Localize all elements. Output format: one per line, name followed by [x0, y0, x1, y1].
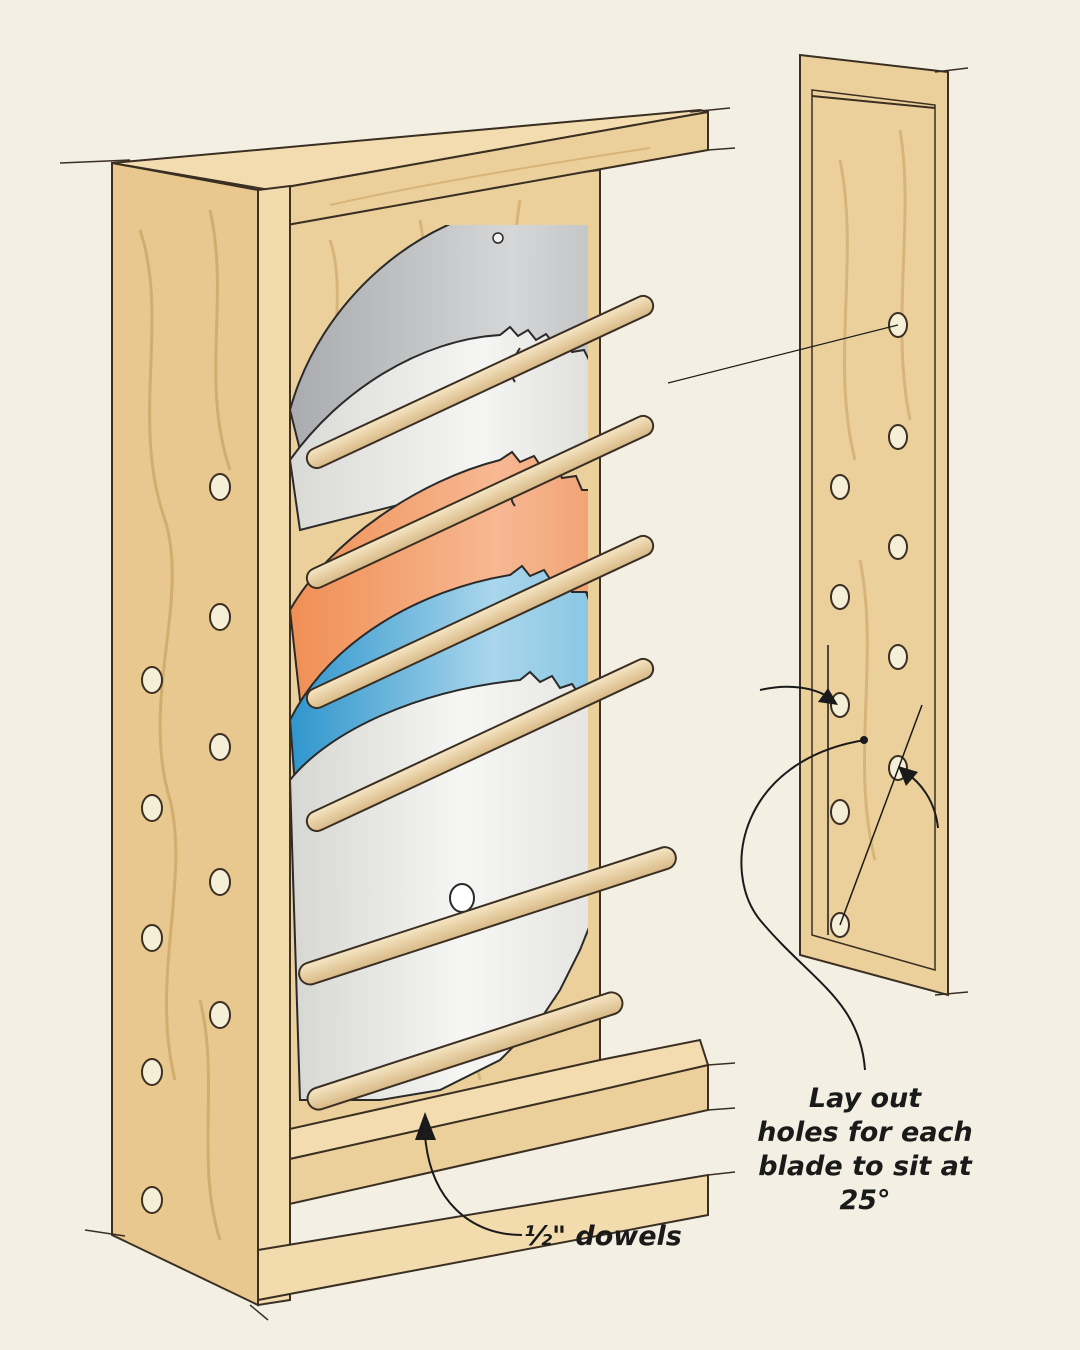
callout-arrows — [415, 685, 939, 1236]
dowels-callout: ½" dowels — [524, 1221, 682, 1252]
dowel — [305, 294, 655, 470]
blade-white — [288, 670, 588, 1101]
layout-callout-line: blade to sit at — [758, 1151, 972, 1182]
dowel-hole — [888, 644, 908, 670]
leader-line — [667, 324, 899, 384]
dowel-hole — [141, 924, 163, 952]
layout-callout-line: 25° — [839, 1185, 891, 1216]
layout-panel — [799, 53, 969, 997]
arrowhead-icon — [818, 688, 838, 705]
dowel-hole — [209, 868, 231, 896]
dowel — [298, 846, 677, 986]
dowel — [305, 414, 655, 590]
dowel-hole — [209, 1001, 231, 1029]
dowel-hole — [209, 733, 231, 761]
dowel-hole — [830, 692, 850, 718]
front-face-frame — [257, 1171, 736, 1302]
dowel-hole — [141, 1186, 163, 1214]
target-dot — [860, 736, 868, 744]
dowel-hole — [141, 666, 163, 694]
layout-callout: Lay out holes for each blade to sit at 2… — [735, 1082, 995, 1218]
dowel-hole — [830, 799, 850, 825]
left-panel-holes — [141, 473, 231, 1214]
dowel-hole — [888, 534, 908, 560]
dowel-hole — [830, 474, 850, 500]
arrowhead-icon — [898, 766, 918, 786]
left-side-panel — [84, 161, 291, 1321]
bottom-shelf — [284, 1038, 736, 1207]
dowel-hole — [209, 473, 231, 501]
dowel-hole — [888, 424, 908, 450]
dowel-hole — [209, 603, 231, 631]
dowel-hole — [141, 1058, 163, 1086]
dowel — [305, 657, 655, 833]
arrowhead-icon — [415, 1112, 436, 1140]
dowel — [306, 991, 624, 1111]
dowel-hole — [830, 584, 850, 610]
layout-callout-line: Lay out — [808, 1083, 922, 1114]
layout-callout-line: holes for each — [757, 1117, 973, 1148]
dowels — [298, 294, 677, 1111]
blade-stack — [288, 225, 588, 1101]
dowel-hole — [141, 794, 163, 822]
dowel — [305, 534, 655, 710]
